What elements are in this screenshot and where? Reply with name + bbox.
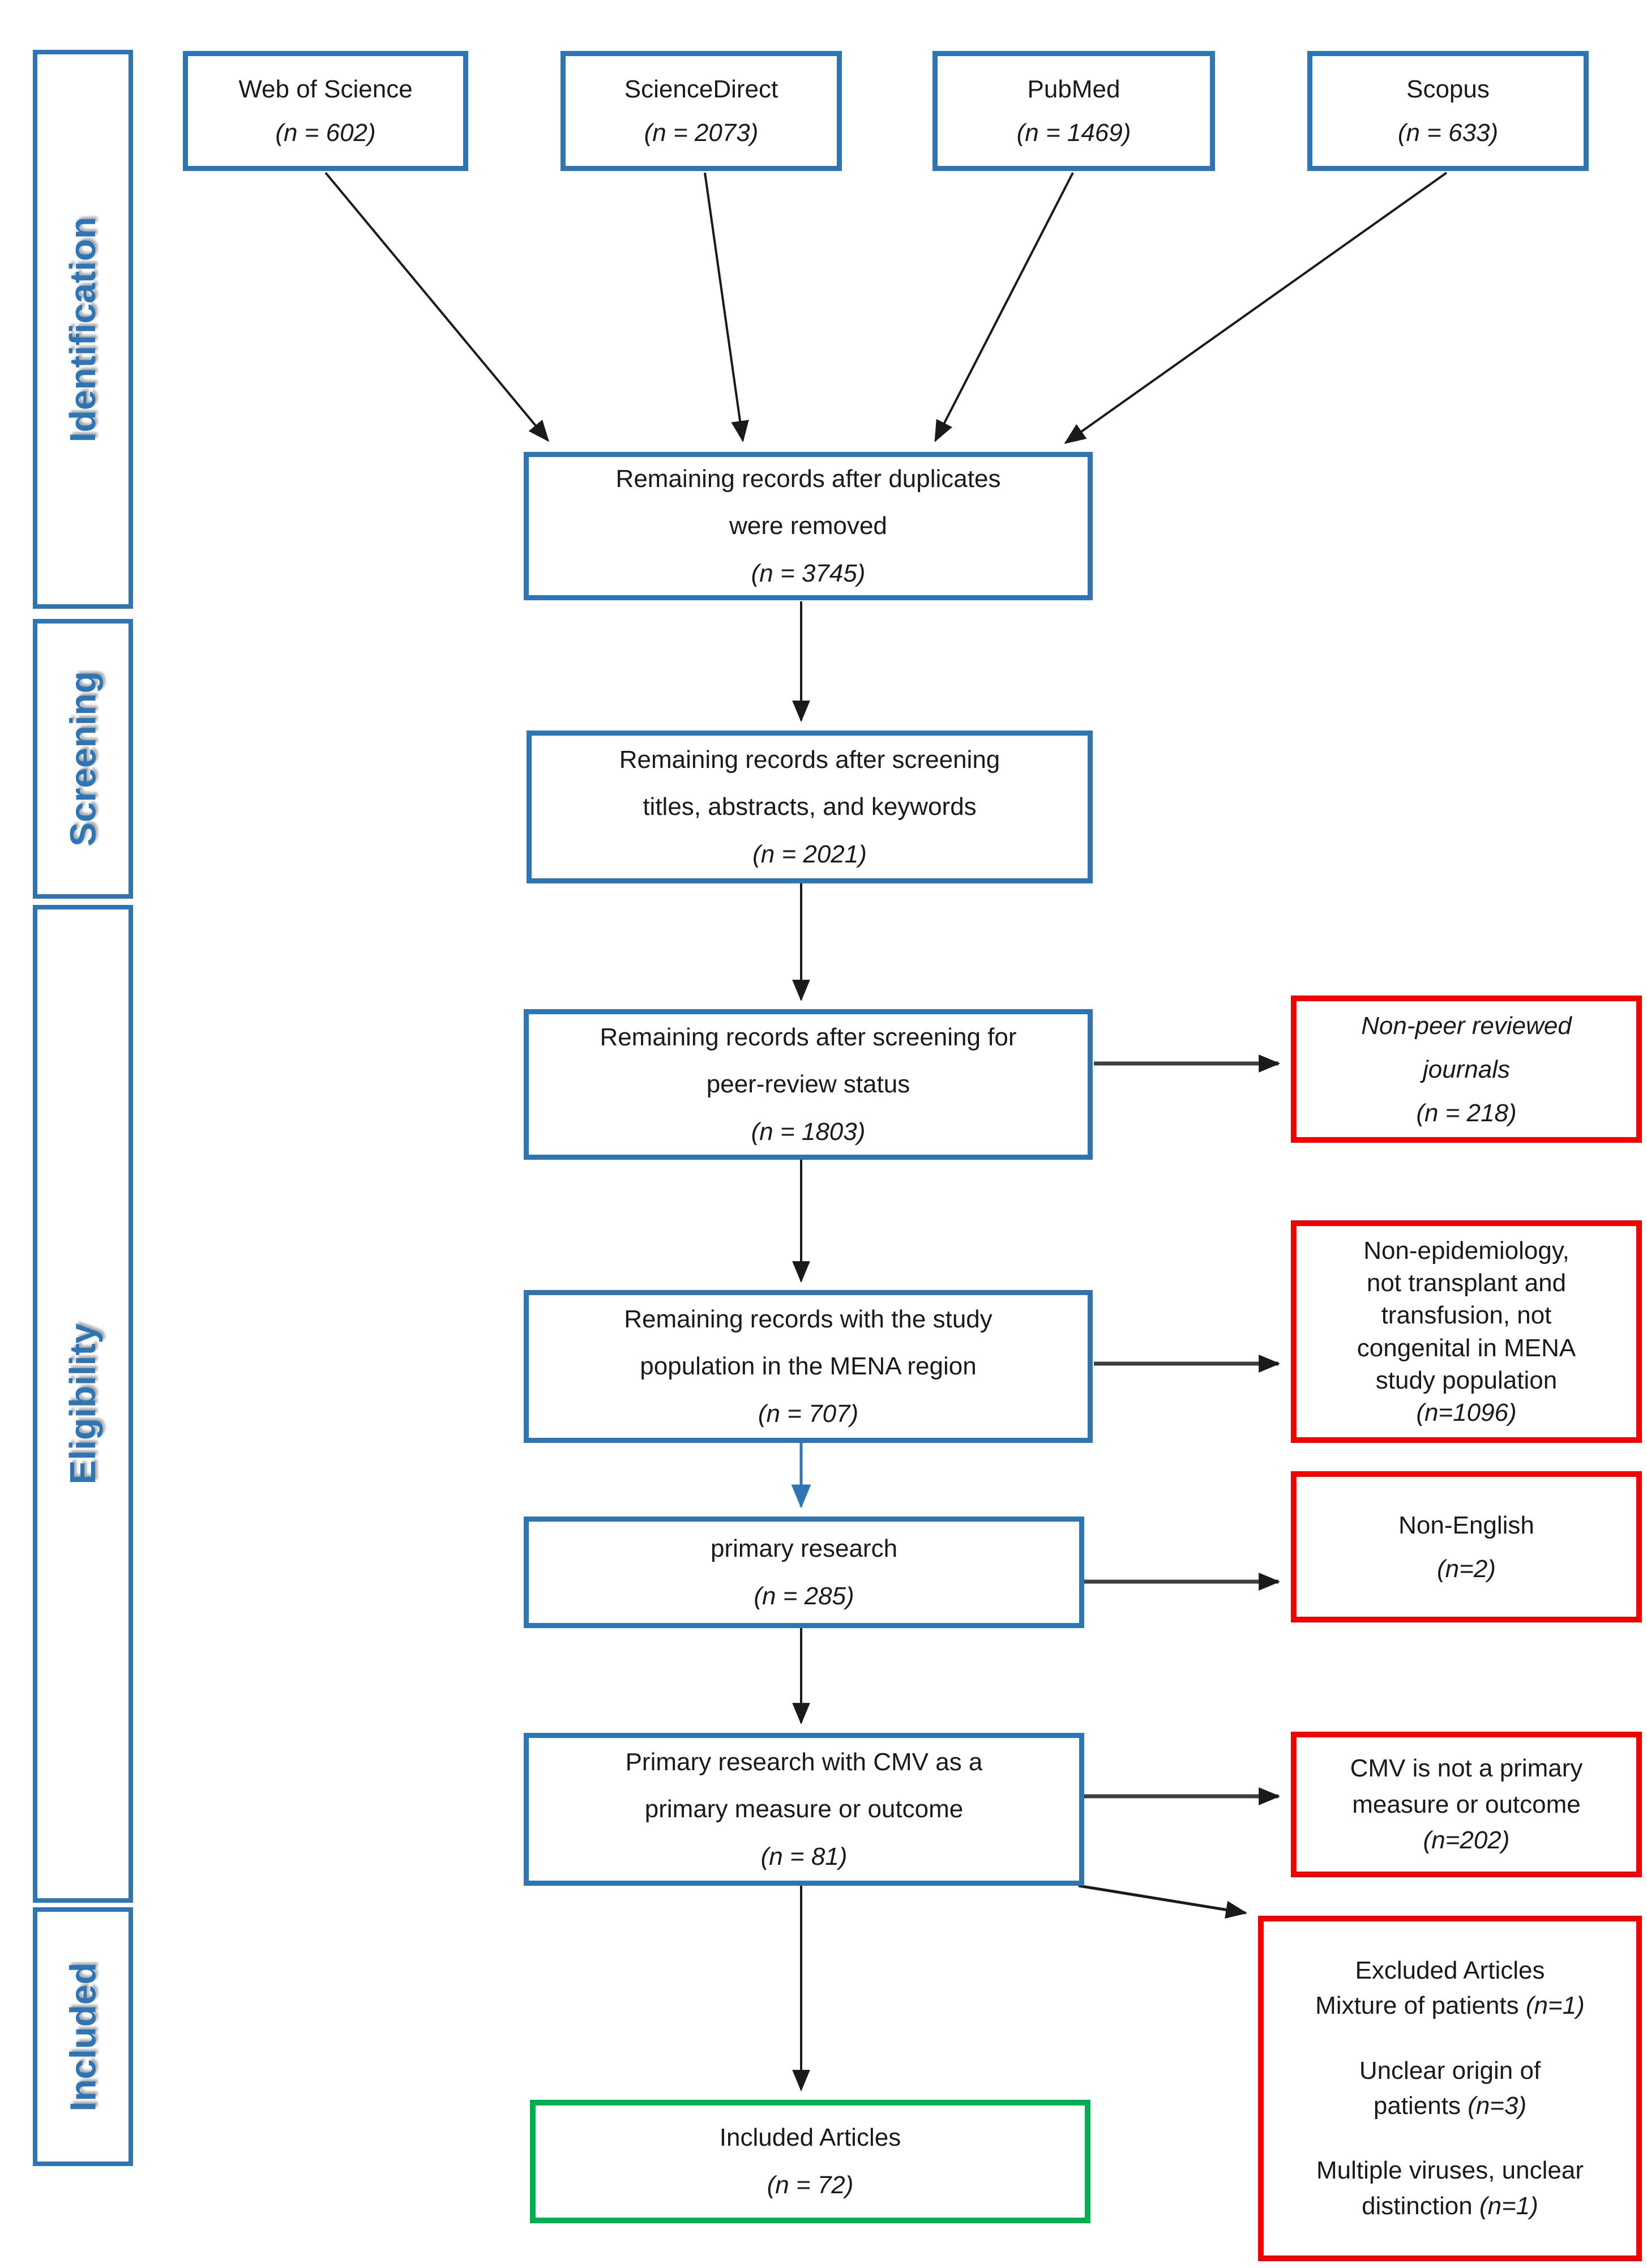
excluded-articles-box: Excluded Articles Mixture of patients (n… bbox=[1258, 1916, 1642, 2261]
arrow-sciencedirect-to-duplicates bbox=[704, 172, 749, 443]
flow-box-primary-research: primary research (n = 285) bbox=[524, 1517, 1084, 1628]
excluded-item: Unclear origin of patients (n=3) bbox=[1264, 2053, 1636, 2124]
arrow-scopus-to-duplicates bbox=[1064, 172, 1448, 444]
arrow-cmv-to-excluded-articles bbox=[1078, 1884, 1248, 1919]
excluded-title: Excluded Articles bbox=[1355, 1956, 1545, 1984]
box-count: (n = 2073) bbox=[644, 119, 759, 147]
box-text: Included Articles bbox=[719, 2124, 901, 2152]
excluded-item: Mixture of patients (n=1) bbox=[1264, 1988, 1636, 2023]
box-count: (n = 218) bbox=[1416, 1099, 1517, 1127]
box-text: Primary research with CMV as a primary m… bbox=[625, 1748, 983, 1823]
box-text: Non-peer reviewed journals bbox=[1361, 1011, 1572, 1083]
stage-label: Included bbox=[62, 1962, 104, 2112]
box-text: primary research bbox=[710, 1534, 898, 1562]
flow-box-title-abstract-screening: Remaining records after screening titles… bbox=[527, 731, 1093, 883]
box-text: Web of Science bbox=[238, 75, 413, 103]
stage-label: Eligibility bbox=[62, 1323, 104, 1485]
box-text: PubMed bbox=[1027, 75, 1120, 103]
flow-box-peer-review-status: Remaining records after screening for pe… bbox=[524, 1009, 1093, 1160]
flow-box-duplicates-removed: Remaining records after duplicates were … bbox=[524, 452, 1093, 600]
box-count: (n = 3745) bbox=[751, 559, 866, 587]
stage-identification: Identification bbox=[33, 50, 133, 609]
excluded-item-count: (n=1) bbox=[1479, 2192, 1538, 2220]
arrow-webofscience-to-duplicates bbox=[324, 172, 550, 442]
box-count: (n = 602) bbox=[275, 119, 376, 147]
box-count: (n = 72) bbox=[767, 2171, 854, 2199]
box-text: Remaining records after screening for pe… bbox=[600, 1023, 1017, 1099]
box-text: ScienceDirect bbox=[624, 75, 778, 103]
excluded-item-count: (n=3) bbox=[1468, 2092, 1527, 2120]
box-count: (n = 633) bbox=[1397, 119, 1499, 147]
box-count: (n=2) bbox=[1437, 1554, 1496, 1583]
exclusion-box-non-english: Non-English (n=2) bbox=[1291, 1471, 1642, 1622]
excluded-item-text: Multiple viruses, unclear distinction bbox=[1316, 2156, 1584, 2220]
source-box-scopus: Scopus (n = 633) bbox=[1307, 51, 1589, 171]
source-box-pubmed: PubMed (n = 1469) bbox=[932, 51, 1215, 171]
excluded-item-count: (n=1) bbox=[1525, 1992, 1585, 2020]
excluded-item: Multiple viruses, unclear distinction (n… bbox=[1264, 2153, 1636, 2224]
excluded-item-text: Mixture of patients bbox=[1315, 1992, 1519, 2020]
box-text: Remaining records with the study populat… bbox=[624, 1305, 993, 1381]
box-text: Remaining records after duplicates were … bbox=[615, 464, 1001, 540]
box-count: (n=202) bbox=[1423, 1826, 1510, 1855]
flow-box-mena-population: Remaining records with the study populat… bbox=[524, 1290, 1093, 1443]
box-text: Non-English bbox=[1398, 1511, 1534, 1539]
included-articles-box: Included Articles (n = 72) bbox=[530, 2100, 1090, 2223]
box-count: (n = 1469) bbox=[1016, 119, 1131, 147]
box-count: (n = 707) bbox=[758, 1399, 859, 1428]
exclusion-box-non-epidemiology: Non-epidemiology, not transplant and tra… bbox=[1291, 1220, 1642, 1443]
box-count: (n = 1803) bbox=[751, 1117, 866, 1146]
box-count: (n=1096) bbox=[1416, 1398, 1517, 1426]
exclusion-box-non-peer-reviewed: Non-peer reviewed journals (n = 218) bbox=[1291, 996, 1642, 1143]
box-count: (n = 81) bbox=[760, 1842, 848, 1870]
stage-label: Screening bbox=[62, 671, 104, 847]
stage-eligibility: Eligibility bbox=[33, 905, 133, 1903]
stage-included: Included bbox=[33, 1907, 133, 2166]
box-text: CMV is not a primary measure or outcome bbox=[1350, 1754, 1583, 1818]
box-text: Non-epidemiology, not transplant and tra… bbox=[1357, 1236, 1576, 1394]
exclusion-box-cmv-not-primary: CMV is not a primary measure or outcome … bbox=[1291, 1732, 1642, 1877]
stage-screening: Screening bbox=[33, 619, 133, 899]
source-box-web-of-science: Web of Science (n = 602) bbox=[183, 51, 468, 171]
box-count: (n = 2021) bbox=[752, 840, 867, 868]
excluded-item-text: Unclear origin of patients bbox=[1359, 2056, 1541, 2120]
arrow-pubmed-to-duplicates bbox=[934, 172, 1074, 442]
source-box-sciencedirect: ScienceDirect (n = 2073) bbox=[561, 51, 842, 171]
box-text: Scopus bbox=[1406, 75, 1490, 103]
box-text: Remaining records after screening titles… bbox=[619, 745, 1000, 821]
box-count: (n = 285) bbox=[754, 1582, 854, 1610]
stage-label: Identification bbox=[62, 216, 104, 442]
flow-box-cmv-primary-outcome: Primary research with CMV as a primary m… bbox=[524, 1733, 1084, 1886]
